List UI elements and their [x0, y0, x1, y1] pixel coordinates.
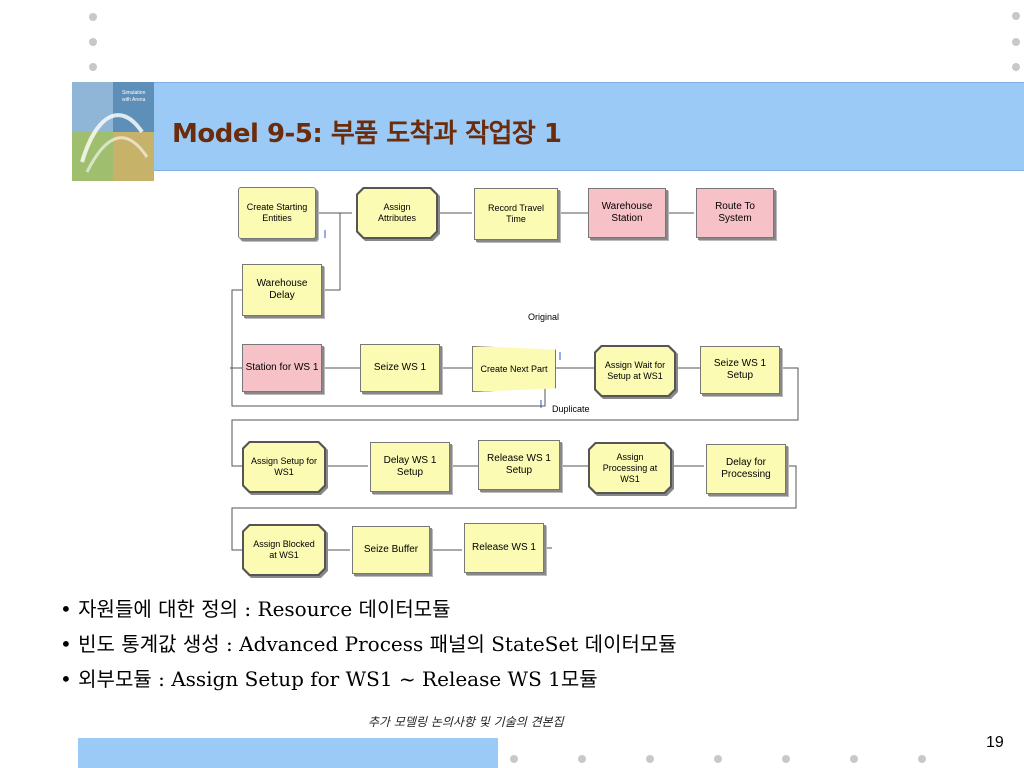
bullet-item: • 외부모듈 : Assign Setup for WS1 ~ Release … — [60, 667, 598, 691]
decor-dot — [714, 755, 722, 763]
module-record-travel-time[interactable]: Record Travel Time — [474, 188, 558, 240]
page-number: 19 — [986, 734, 1004, 751]
label-duplicate: Duplicate — [552, 404, 590, 414]
bullet-item: • 빈도 통계값 생성 : Advanced Process 패널의 State… — [60, 632, 677, 656]
svg-text:with Arena: with Arena — [122, 97, 146, 103]
module-assign-wait-for-setup[interactable]: Assign Wait for Setup at WS1 — [594, 345, 676, 397]
module-seize-buffer[interactable]: Seize Buffer — [352, 526, 430, 574]
decor-dot — [89, 13, 97, 21]
decor-dot — [89, 38, 97, 46]
module-label: Assign Setup for WS1 — [244, 443, 324, 491]
module-label: Assign Attributes — [358, 189, 436, 237]
bullet-list: • 자원들에 대한 정의 : Resource 데이터모듈 • 빈도 통계값 생… — [60, 592, 677, 697]
module-delay-ws1-setup[interactable]: Delay WS 1 Setup — [370, 442, 450, 492]
module-create-next-part[interactable]: Create Next Part — [472, 346, 556, 392]
footer-band — [78, 738, 498, 768]
module-station-for-ws1[interactable]: Station for WS 1 — [242, 344, 322, 392]
module-seize-ws1[interactable]: Seize WS 1 — [360, 344, 440, 392]
module-assign-processing-at-ws1[interactable]: Assign Processing at WS1 — [588, 442, 672, 494]
module-label: Assign Processing at WS1 — [590, 444, 670, 492]
bullet-item: • 자원들에 대한 정의 : Resource 데이터모듈 — [60, 597, 451, 621]
module-label: Assign Blocked at WS1 — [244, 526, 324, 574]
module-assign-setup-for-ws1[interactable]: Assign Setup for WS1 — [242, 441, 326, 493]
module-release-ws1[interactable]: Release WS 1 — [464, 523, 544, 573]
page-title: Model 9-5: 부품 도착과 작업장 1 — [172, 119, 562, 149]
footer-caption: 추가 모델링 논의사항 및 기술의 견본집 — [368, 715, 564, 729]
decor-dot — [1012, 63, 1020, 71]
decor-dot — [646, 755, 654, 763]
svg-text:Simulation: Simulation — [122, 90, 146, 96]
module-delay-for-processing[interactable]: Delay for Processing — [706, 444, 786, 494]
decor-dot — [918, 755, 926, 763]
module-assign-attributes[interactable]: Assign Attributes — [356, 187, 438, 239]
module-create-starting-entities[interactable]: Create Starting Entities — [238, 187, 316, 239]
module-route-to-system[interactable]: Route To System — [696, 188, 774, 238]
book-cover-logo: Simulation with Arena — [72, 82, 154, 181]
module-seize-ws1-setup[interactable]: Seize WS 1 Setup — [700, 346, 780, 394]
module-release-ws1-setup[interactable]: Release WS 1 Setup — [478, 440, 560, 490]
decor-dot — [1012, 12, 1020, 20]
module-assign-blocked-at-ws1[interactable]: Assign Blocked at WS1 — [242, 524, 326, 576]
label-original: Original — [528, 312, 560, 322]
module-warehouse-station[interactable]: Warehouse Station — [588, 188, 666, 238]
decor-dot — [782, 755, 790, 763]
module-warehouse-delay[interactable]: Warehouse Delay — [242, 264, 322, 316]
decor-dot — [578, 755, 586, 763]
decor-dot — [1012, 38, 1020, 46]
module-label: Assign Wait for Setup at WS1 — [596, 347, 674, 395]
decor-dot — [89, 63, 97, 71]
title-band — [72, 82, 1024, 171]
decor-dot — [850, 755, 858, 763]
decor-dot — [510, 755, 518, 763]
